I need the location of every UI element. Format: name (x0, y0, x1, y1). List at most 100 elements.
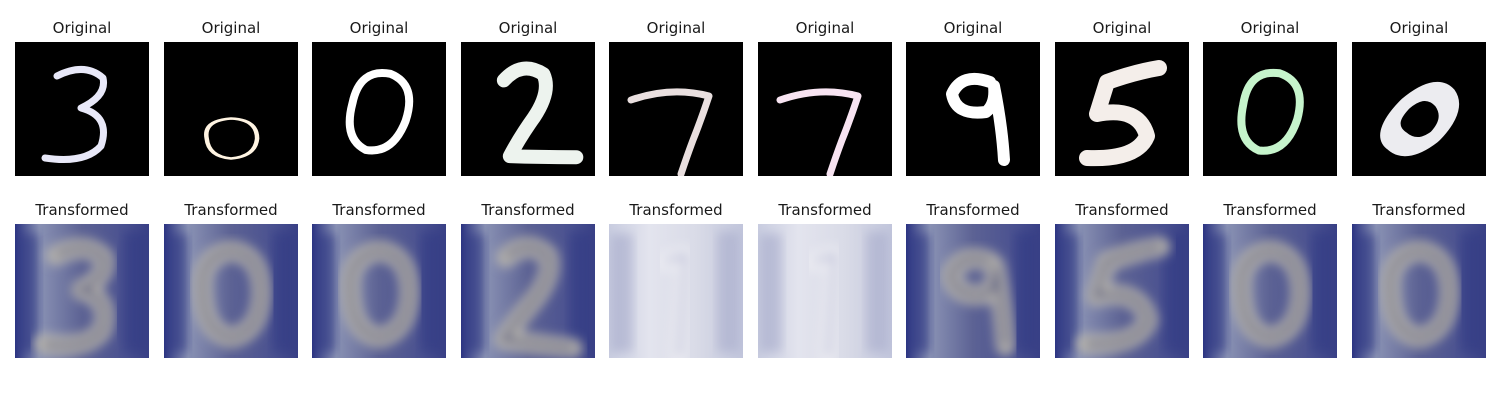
transformed-title: Transformed (35, 201, 129, 219)
side-band (17, 234, 39, 352)
transformed-image (1055, 224, 1189, 358)
original-row: Original Original Original Original Orig… (0, 18, 1500, 178)
side-band (420, 232, 442, 352)
original-image (1055, 42, 1189, 176)
side-band (1460, 232, 1482, 352)
original-title: Original (795, 19, 855, 37)
side-band (1354, 234, 1376, 352)
original-cell: Original (758, 18, 892, 178)
side-band (166, 234, 188, 352)
digit-stroke (1079, 60, 1167, 167)
side-band (1311, 232, 1333, 352)
transformed-title: Transformed (332, 201, 426, 219)
digit-stroke (776, 88, 862, 176)
transformed-cell: Transformed (1203, 200, 1337, 360)
glyph-core (1387, 248, 1453, 341)
glyph-core (948, 255, 1009, 347)
transformed-title: Transformed (1223, 201, 1317, 219)
transformed-image (164, 224, 298, 358)
side-band (1163, 232, 1185, 352)
original-cell: Original (164, 18, 298, 178)
transformed-image (1352, 224, 1486, 358)
glyph-core (499, 244, 574, 351)
transformed-cell: Transformed (1352, 200, 1486, 360)
original-image (758, 42, 892, 176)
side-band (1205, 234, 1227, 352)
original-title: Original (498, 19, 558, 37)
digit-stroke (627, 88, 713, 176)
digit-stroke (345, 69, 414, 155)
image-background (312, 42, 446, 176)
digit-stroke (204, 117, 260, 160)
transformed-image (312, 224, 446, 358)
transformed-image (906, 224, 1040, 358)
glyph-core (1238, 248, 1304, 341)
original-cell: Original (1055, 18, 1189, 178)
transformed-title: Transformed (926, 201, 1020, 219)
side-band (611, 234, 633, 352)
transformed-image (609, 224, 743, 358)
transformed-row: Transformed Transformed Transformed Tran… (0, 200, 1500, 360)
digit-stroke (1237, 68, 1304, 155)
original-image (312, 42, 446, 176)
transformed-image (758, 224, 892, 358)
original-image (1352, 42, 1486, 176)
transformed-cell: Transformed (758, 200, 892, 360)
side-band (866, 232, 888, 352)
original-title: Original (1092, 19, 1152, 37)
original-cell: Original (906, 18, 1040, 178)
transformed-title: Transformed (1372, 201, 1466, 219)
digit-stroke (1380, 81, 1460, 157)
original-cell: Original (609, 18, 743, 178)
side-band (314, 234, 336, 352)
original-image (1203, 42, 1337, 176)
original-title: Original (646, 19, 706, 37)
image-background (609, 42, 743, 176)
original-title: Original (1389, 19, 1449, 37)
side-band (717, 232, 739, 352)
original-cell: Original (1203, 18, 1337, 178)
side-band (569, 232, 591, 352)
transformed-title: Transformed (629, 201, 723, 219)
side-band (272, 232, 294, 352)
original-image (461, 42, 595, 176)
side-band (1057, 234, 1079, 352)
digit-stroke (946, 73, 1010, 166)
original-title: Original (52, 19, 112, 37)
transformed-title: Transformed (481, 201, 575, 219)
glyph-core (1085, 244, 1162, 347)
transformed-cell: Transformed (164, 200, 298, 360)
side-band (760, 234, 782, 352)
original-cell: Original (1352, 18, 1486, 178)
transformed-title: Transformed (778, 201, 872, 219)
image-background (1352, 42, 1486, 176)
digit-stroke (496, 61, 584, 165)
side-band (463, 234, 485, 352)
side-band (123, 232, 145, 352)
glyph-core (42, 245, 108, 349)
transformed-cell: Transformed (312, 200, 446, 360)
original-image (164, 42, 298, 176)
side-band (908, 234, 930, 352)
original-image (609, 42, 743, 176)
image-background (1203, 42, 1337, 176)
side-band (1014, 232, 1036, 352)
original-title: Original (201, 19, 261, 37)
digit-stroke (41, 66, 108, 163)
original-title: Original (943, 19, 1003, 37)
glyph-core (199, 248, 265, 341)
original-cell: Original (461, 18, 595, 178)
transformed-image (15, 224, 149, 358)
original-title: Original (1240, 19, 1300, 37)
transformed-cell: Transformed (1055, 200, 1189, 360)
original-image (15, 42, 149, 176)
glyph-core (812, 252, 837, 358)
image-background (758, 42, 892, 176)
original-cell: Original (312, 18, 446, 178)
transformed-title: Transformed (1075, 201, 1169, 219)
transformed-cell: Transformed (609, 200, 743, 360)
original-title: Original (349, 19, 409, 37)
transformed-title: Transformed (184, 201, 278, 219)
image-background (164, 42, 298, 176)
